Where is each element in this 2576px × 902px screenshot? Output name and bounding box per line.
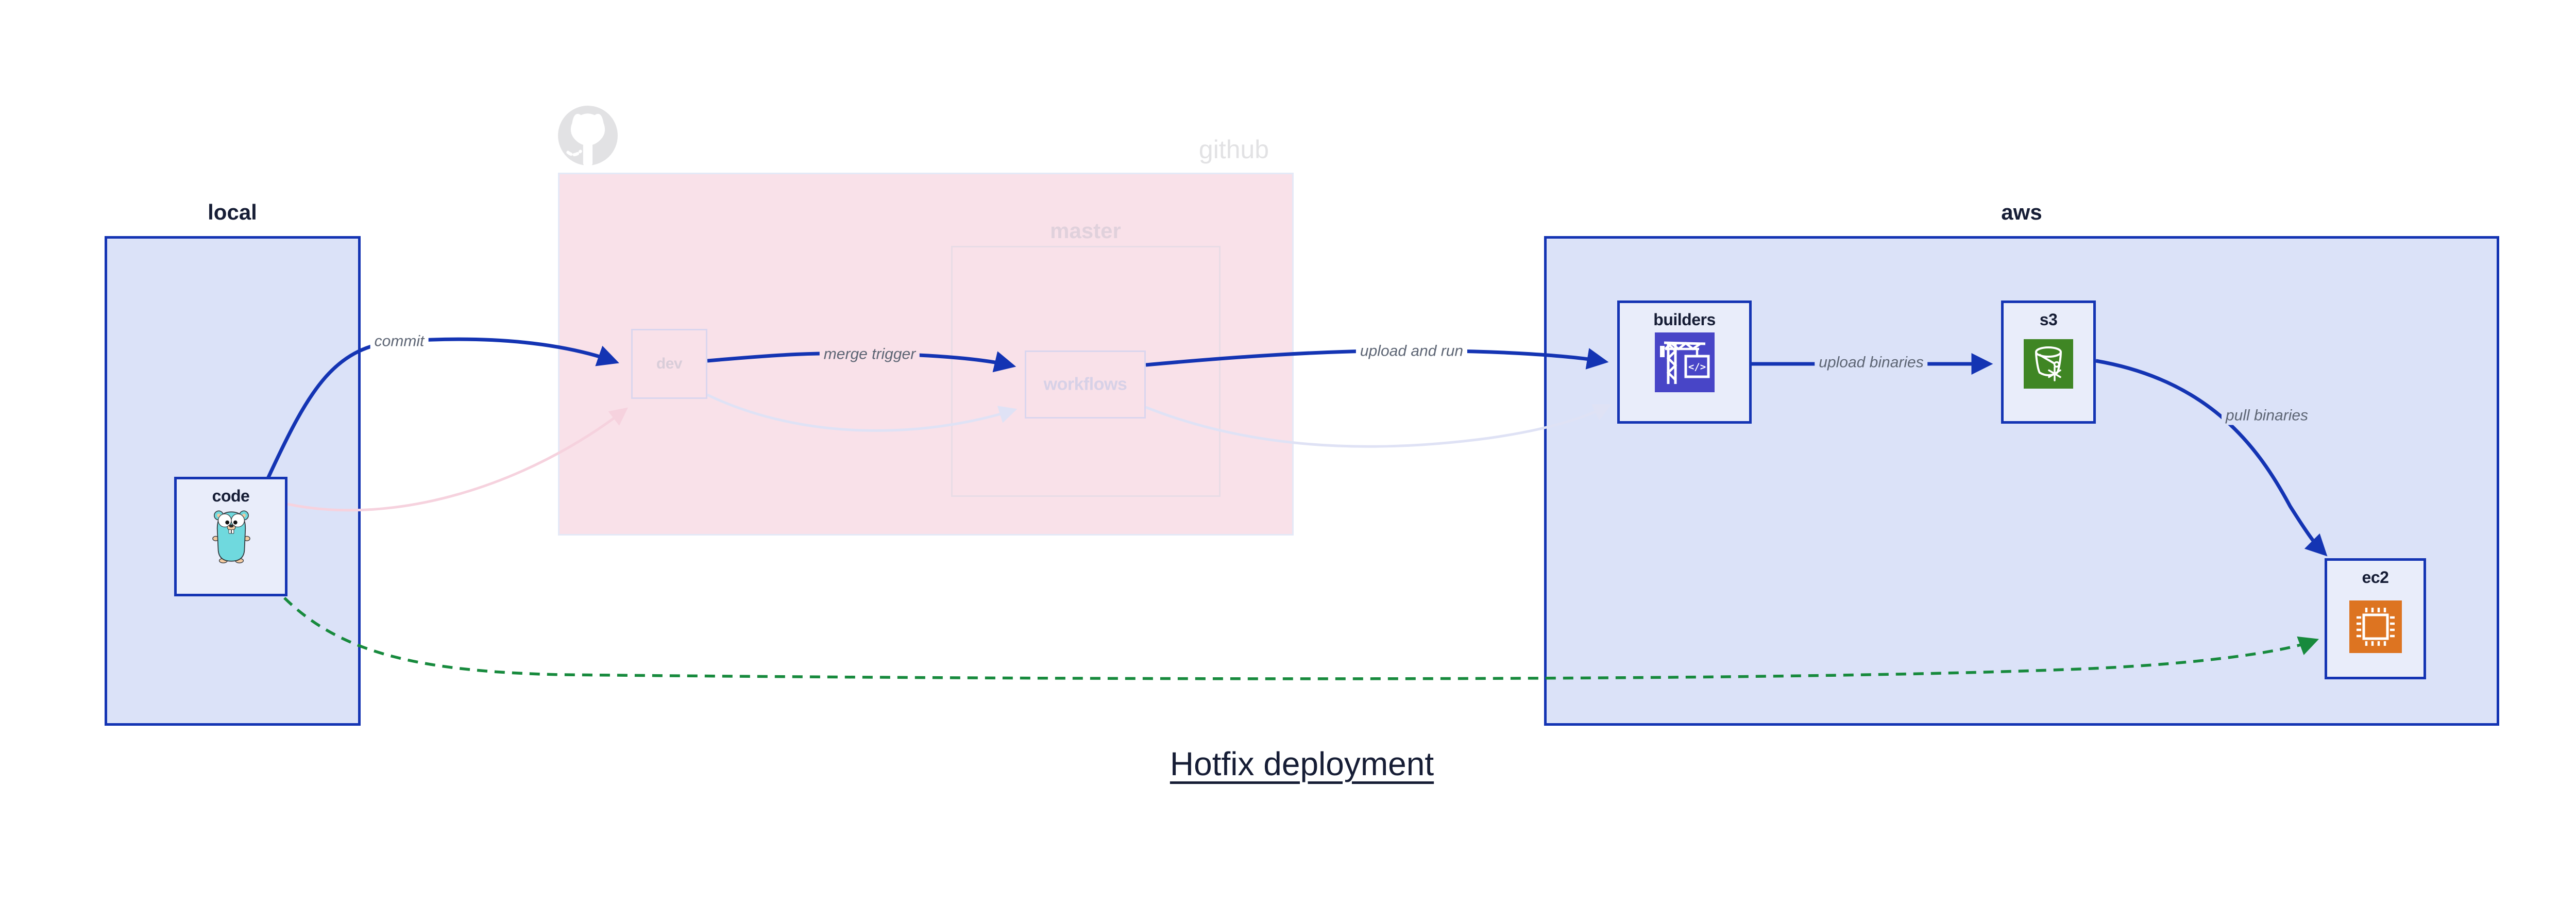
ec2-node-label: ec2 — [2362, 568, 2389, 587]
edge-code-dev-faded — [287, 407, 628, 512]
code-node-label: code — [212, 487, 250, 505]
workflows-node: workflows — [1025, 350, 1146, 419]
builders-node: builders — [1617, 300, 1752, 424]
ec2-chip-icon — [2349, 600, 2402, 653]
workflows-node-label: workflows — [1043, 374, 1127, 394]
edge-dev-workflows-faded — [706, 393, 1018, 432]
edge-workflows-builders-faded — [1145, 404, 1612, 448]
go-gopher-icon — [212, 510, 250, 563]
dev-node-label: dev — [656, 355, 683, 372]
github-group-label: github — [1198, 135, 1269, 164]
master-group-box — [951, 246, 1221, 497]
master-group-label: master — [1050, 219, 1121, 243]
local-group-label: local — [208, 200, 257, 224]
edge-hotfix-dashed — [283, 597, 2319, 680]
s3-node: s3 — [2001, 300, 2096, 424]
code-node: code — [174, 477, 287, 596]
builders-node-label: builders — [1653, 310, 1716, 329]
s3-bucket-icon — [2024, 339, 2073, 389]
github-octocat-icon — [558, 106, 618, 167]
edge-pull-binaries — [2095, 359, 2328, 557]
aws-group-label: aws — [2001, 200, 2042, 224]
diagram-title: Hotfix deployment — [1170, 745, 1434, 782]
dev-node: dev — [631, 329, 707, 399]
codebuild-crane-icon: </> — [1655, 332, 1715, 392]
svg-text:</>: </> — [1688, 361, 1706, 373]
s3-node-label: s3 — [2039, 310, 2058, 329]
